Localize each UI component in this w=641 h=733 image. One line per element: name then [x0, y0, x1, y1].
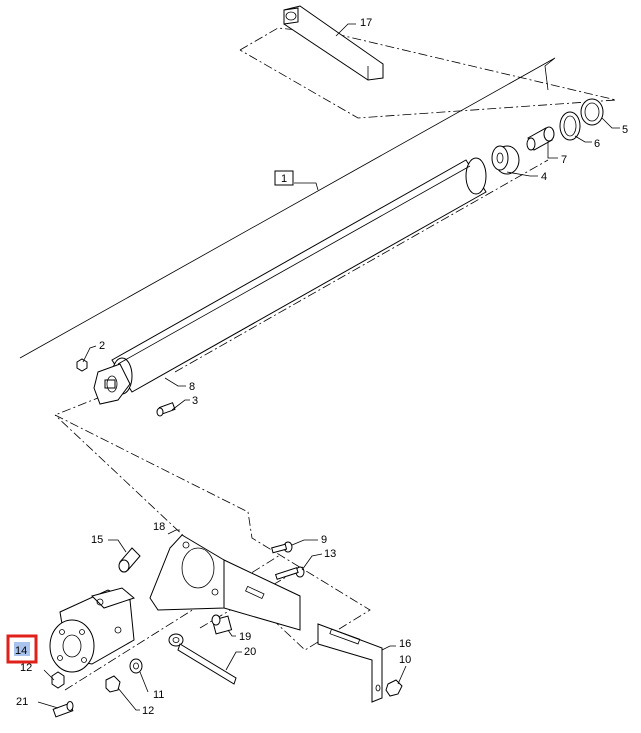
callout-13: 13	[324, 548, 336, 560]
part-3-bolt	[156, 402, 176, 417]
part-21-stud	[52, 701, 74, 718]
part-1-roller-tube	[111, 157, 487, 395]
callout-10: 10	[399, 654, 411, 666]
part-9-bolt	[271, 541, 293, 554]
callout-17: 17	[360, 17, 372, 29]
callout-19: 19	[239, 631, 251, 643]
part-11-washer	[129, 658, 143, 674]
callout-6: 6	[594, 138, 600, 150]
callout-16: 16	[399, 638, 411, 650]
part-6-snap-ring	[559, 111, 581, 141]
callout-5: 5	[622, 124, 628, 136]
callout-4: 4	[541, 171, 547, 183]
part-10-nut	[385, 679, 403, 697]
shaft-centerline	[174, 159, 549, 373]
part-12-nut-lower	[105, 675, 121, 693]
leader-lines	[37, 23, 620, 711]
callout-18: 18	[153, 521, 165, 533]
callout-labels: 17 1 2 3 4 5 6 7 8 9 13 16 10 18 15 19 2…	[6, 17, 628, 717]
part-20-eye-bolt	[168, 633, 237, 685]
part-18-mounting-bracket	[149, 534, 301, 631]
part-17-key-plate	[283, 5, 384, 81]
callout-14-highlight-frame[interactable]	[6, 634, 38, 664]
part-13-long-bolt	[274, 566, 305, 580]
part-12-nut-upper	[51, 671, 65, 689]
callout-14-highlight-fill	[14, 642, 30, 656]
part-15-fitting	[118, 547, 141, 573]
assembly-boundary-shaft	[54, 389, 119, 416]
callout-1: 1	[281, 173, 287, 185]
callout-14: 14	[15, 645, 27, 657]
callout-7: 7	[561, 154, 567, 166]
callout-2: 2	[99, 340, 105, 352]
part-19-spacer	[211, 614, 233, 635]
callout-21: 21	[16, 696, 28, 708]
callout-3: 3	[192, 395, 198, 407]
part-4-bearing	[491, 145, 520, 175]
callout-9: 9	[321, 534, 327, 546]
callout-12-upper: 12	[20, 662, 32, 674]
part-2-nut	[76, 358, 88, 372]
callout-1-box	[274, 170, 294, 186]
assembly-boundary-upper	[239, 27, 617, 119]
part-7-stub-shaft	[526, 126, 555, 151]
roller-frame-outline	[19, 57, 556, 359]
callout-8: 8	[189, 381, 195, 393]
part-16-support-plate	[317, 623, 383, 703]
part-8-drive-hub	[93, 363, 131, 405]
callout-12-lower: 12	[142, 705, 154, 717]
callout-11: 11	[153, 689, 164, 701]
part-5-washer-ring	[580, 98, 604, 126]
callout-20: 20	[244, 646, 256, 658]
callout-15: 15	[91, 534, 103, 546]
part-14-hydraulic-motor	[49, 587, 136, 673]
